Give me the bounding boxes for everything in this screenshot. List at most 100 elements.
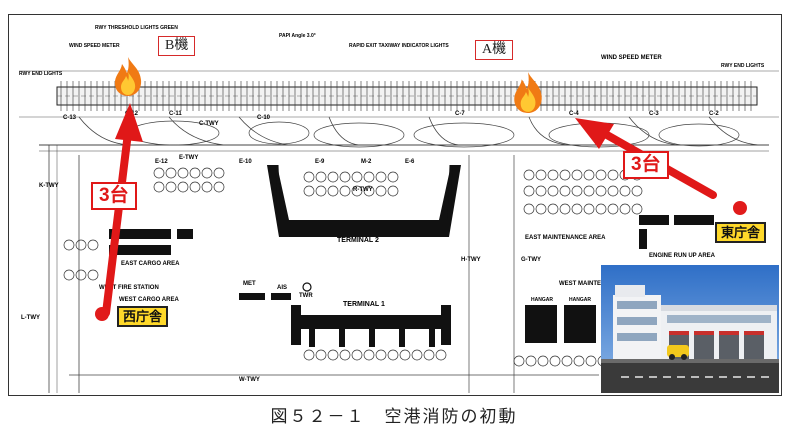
fire-icon-aircraft-b: [114, 57, 142, 96]
e12-label: E-12: [155, 159, 168, 165]
stand-circle: [351, 349, 363, 361]
stand-circle: [595, 203, 607, 215]
stand-circle: [303, 171, 315, 183]
stand-circle: [315, 185, 327, 197]
stand-circle: [535, 203, 547, 215]
c7-label: C-7: [455, 111, 465, 117]
stand-circle: [619, 203, 631, 215]
fire-icon-aircraft-a: [514, 72, 542, 113]
wind-speed-meter-west-label: WIND SPEED METER: [69, 43, 120, 49]
diagram-frame: RWY THRESHOLD LIGHTS GREEN WIND SPEED ME…: [8, 14, 782, 396]
wind-speed-meter-east-label: WIND SPEED METER: [601, 55, 662, 61]
stand-circle: [595, 185, 607, 197]
stand-circle: [607, 185, 619, 197]
terminal-2-building: [267, 164, 461, 237]
east-maintenance-buildings: [639, 215, 714, 249]
figure-caption: 図５２－１ 空港消防の初動: [270, 407, 518, 426]
stand-circle: [387, 185, 399, 197]
stand-circle: [165, 167, 177, 179]
east-cargo-area-label: EAST CARGO AREA: [121, 261, 180, 267]
stand-circle: [525, 355, 537, 367]
runway: [19, 70, 779, 118]
stand-circle: [339, 349, 351, 361]
stand-circle: [213, 167, 225, 179]
fire-station-photo: [601, 265, 779, 393]
stand-circle: [75, 239, 87, 251]
stand-circle: [585, 355, 597, 367]
stand-circle: [571, 169, 583, 181]
e9-label: E-9: [315, 159, 325, 165]
stand-circle: [583, 169, 595, 181]
stand-circle: [189, 167, 201, 179]
east-vehicle-count: 3台: [623, 151, 669, 179]
stand-circle: [87, 269, 99, 281]
west-cargo-area-label: WEST CARGO AREA: [119, 297, 179, 303]
stand-circle: [327, 349, 339, 361]
aircraft-a-label: A機: [475, 40, 514, 60]
stand-circle: [327, 185, 339, 197]
c3-label: C-3: [649, 111, 659, 117]
stand-circle: [411, 349, 423, 361]
stand-circle: [63, 269, 75, 281]
stand-circle: [559, 169, 571, 181]
stand-circle: [523, 185, 535, 197]
stand-circle: [177, 181, 189, 193]
stand-circle: [547, 203, 559, 215]
rwy-end-lights-west-label: RWY END LIGHTS: [19, 71, 63, 77]
engine-run-up-area-label: ENGINE RUN UP AREA: [649, 253, 716, 259]
l-twy-label: L-TWY: [21, 315, 40, 321]
stand-circle: [315, 349, 327, 361]
stand-circle: [153, 167, 165, 179]
r-twy-label: R-TWY: [353, 187, 373, 193]
stand-circle: [303, 185, 315, 197]
stand-circle: [619, 185, 631, 197]
east-cargo-buildings: [109, 229, 193, 255]
stand-circle: [595, 169, 607, 181]
stand-circle: [559, 203, 571, 215]
stand-circle: [523, 203, 535, 215]
stand-circle: [177, 167, 189, 179]
stand-circle: [549, 355, 561, 367]
stand-circle: [363, 185, 375, 197]
stand-circle: [523, 169, 535, 181]
stand-circle: [573, 355, 585, 367]
west-fire-station-label: WEST FIRE STATION: [99, 285, 159, 291]
stand-circle: [375, 185, 387, 197]
stand-circle: [399, 349, 411, 361]
east-office-label: 東庁舎: [715, 222, 767, 243]
stand-circle: [213, 181, 225, 193]
c-twy-label: C-TWY: [199, 121, 219, 127]
stand-circle: [607, 203, 619, 215]
twr-label: TWR: [299, 293, 313, 299]
m2-label: M-2: [361, 159, 372, 165]
stand-circle: [583, 185, 595, 197]
stand-circle: [571, 185, 583, 197]
met-label: MET: [243, 281, 256, 287]
stand-circle: [423, 349, 435, 361]
east-maintenance-area-label: EAST MAINTENANCE AREA: [525, 235, 606, 241]
stand-circle: [547, 185, 559, 197]
stand-circle: [303, 349, 315, 361]
stand-circle: [339, 185, 351, 197]
stand-circle: [631, 203, 643, 215]
stand-circle: [189, 181, 201, 193]
stand-circle: [387, 171, 399, 183]
stand-circle: [559, 185, 571, 197]
stand-circle: [387, 349, 399, 361]
runway-edge-lights: [60, 81, 752, 111]
east-office-marker: [733, 201, 747, 215]
h-twy-label: H-TWY: [461, 257, 481, 263]
rapid-exit-label: RAPID EXIT TAXIWAY INDICATOR LIGHTS: [349, 43, 449, 49]
stand-circle: [363, 349, 375, 361]
c11-label: C-11: [169, 111, 182, 117]
papi-label: PAPI Angle 3.0°: [279, 33, 316, 39]
stand-circle: [327, 171, 339, 183]
west-office-label: 西庁舎: [117, 306, 169, 327]
stand-circle: [375, 349, 387, 361]
stand-circle: [583, 203, 595, 215]
stand-circle: [513, 355, 525, 367]
c2-label: C-2: [709, 111, 719, 117]
ais-label: AIS: [277, 285, 288, 291]
k-twy-label: K-TWY: [39, 183, 59, 189]
stand-circle: [535, 169, 547, 181]
